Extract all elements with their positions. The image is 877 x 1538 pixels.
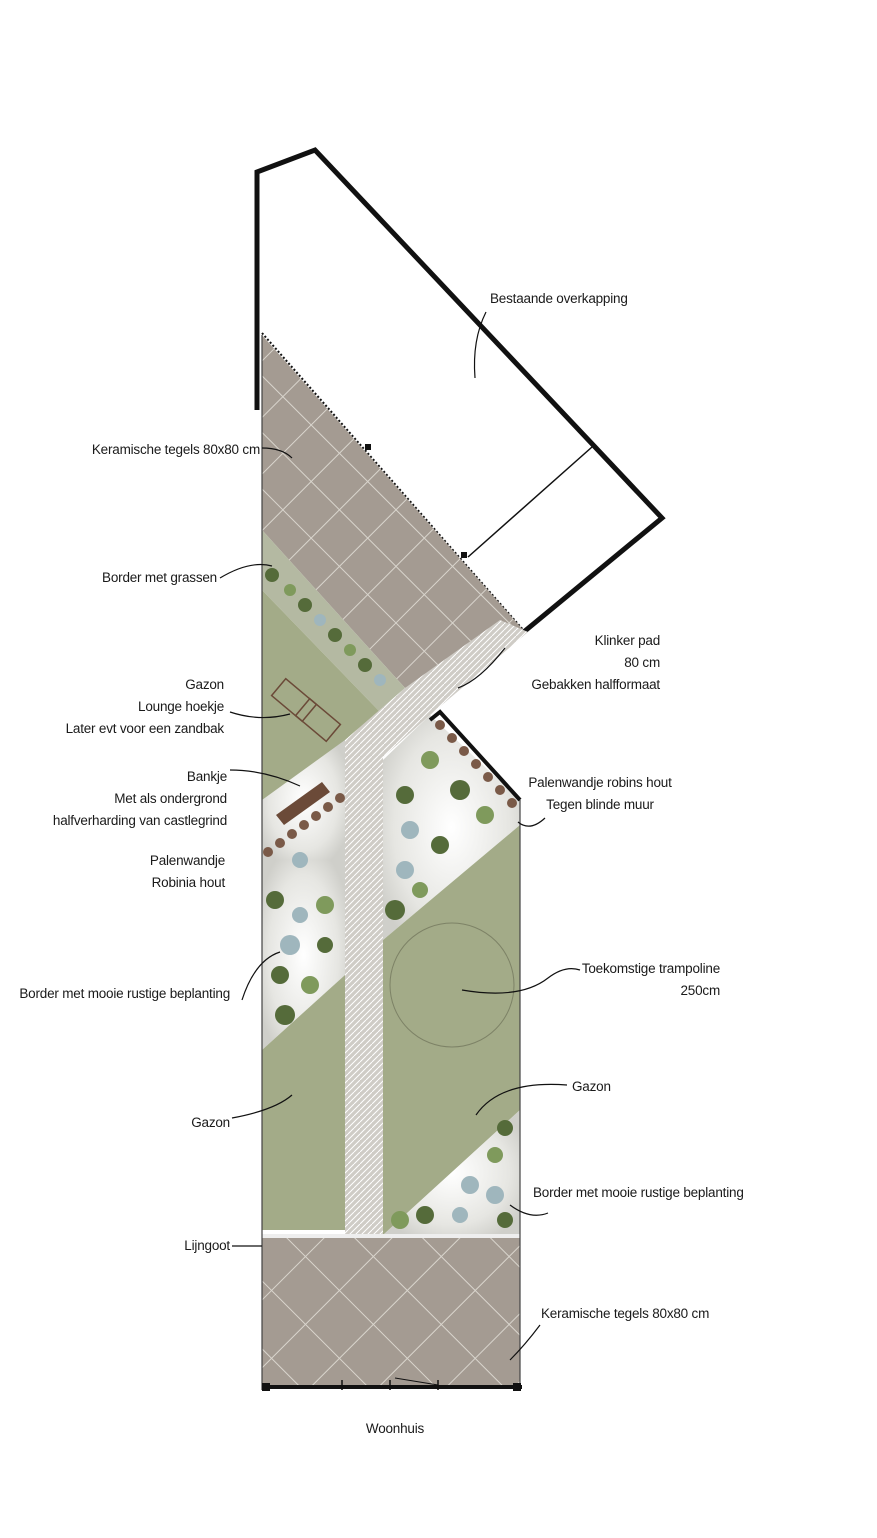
label-lijngoot: Lijngoot [130, 1235, 230, 1257]
bench [276, 782, 330, 825]
label-keramische-tegels-top: Keramische tegels 80x80 cm [60, 439, 260, 461]
lounge-chairs [270, 677, 342, 743]
lawn-left-lower [262, 975, 345, 1230]
lawn-right [383, 825, 520, 1235]
house-facade [262, 1377, 522, 1391]
leader-lines [219, 311, 581, 1361]
label-line-1: Klinker pad [594, 633, 661, 648]
plants-right-lower [391, 1120, 513, 1229]
label-woonhuis: Woonhuis [340, 1418, 450, 1440]
tile-terrace-top [262, 335, 525, 688]
trampoline-outline [389, 922, 515, 1048]
label-line-2: 250cm [680, 983, 720, 998]
label-line-1: Palenwandje [149, 853, 225, 868]
label-border-rustig-left: Border met mooie rustige beplanting [5, 983, 230, 1005]
label-text: Border met mooie rustige beplanting [533, 1185, 744, 1200]
label-gazon-left: Gazon [130, 1112, 230, 1134]
blind-wall [428, 709, 522, 802]
plants-left-border [266, 852, 334, 1025]
label-text: Keramische tegels 80x80 cm [91, 442, 260, 457]
label-text: Woonhuis [365, 1421, 425, 1436]
label-line-2: Lounge hoekje [138, 699, 224, 714]
label-line-1: Gazon [185, 677, 224, 692]
label-line-2: Tegen blinde muur [546, 797, 654, 812]
label-text: Lijngoot [184, 1238, 230, 1253]
label-trampoline: Toekomstige trampoline 250cm [560, 958, 720, 1002]
plants-grasses [265, 568, 386, 686]
label-gazon-right: Gazon [572, 1076, 611, 1098]
label-line-1: Bankje [186, 769, 227, 784]
wood-posts-right [435, 720, 517, 808]
label-bestaande-overkapping: Bestaande overkapping [490, 288, 628, 310]
label-text: Border met grassen [102, 570, 217, 585]
lawn-lounge [262, 590, 380, 800]
label-text: Keramische tegels 80x80 cm [541, 1306, 710, 1321]
label-keramische-tegels-bottom: Keramische tegels 80x80 cm [541, 1303, 709, 1325]
label-palenwandje-robinia: Palenwandje Robinia hout [60, 850, 225, 894]
label-gazon-lounge: Gazon Lounge hoekje Later evt voor een z… [30, 674, 225, 740]
label-text: Border met mooie rustige beplanting [19, 986, 230, 1001]
label-line-3: Gebakken halfformaat [531, 677, 660, 692]
label-line-3: Later evt voor een zandbak [65, 721, 225, 736]
label-text: Gazon [191, 1115, 230, 1130]
brick-path-diagonal [345, 620, 528, 760]
label-klinker-pad: Klinker pad 80 cm Gebakken halfformaat [500, 630, 660, 696]
planting-border-right-lower [383, 1110, 520, 1235]
label-text: Gazon [572, 1079, 611, 1094]
plants-right-upper [385, 751, 494, 920]
label-line-3: halfverharding van castlegrind [52, 813, 227, 828]
label-bankje: Bankje Met als ondergrond halfverharding… [20, 766, 227, 832]
label-line-1: Toekomstige trampoline [581, 961, 720, 976]
canopy-outline [254, 147, 666, 637]
boundary-lines [261, 335, 521, 1390]
label-line-1: Palenwandje robins hout [528, 775, 672, 790]
tile-terrace-bottom [262, 1238, 520, 1386]
label-line-2: Met als ondergrond [114, 791, 227, 806]
label-line-2: 80 cm [624, 655, 660, 670]
label-text: Bestaande overkapping [490, 291, 628, 306]
brick-path-vertical [345, 740, 383, 1235]
label-palenwandje-robins: Palenwandje robins hout Tegen blinde muu… [520, 772, 680, 816]
label-line-2: Robinia hout [151, 875, 226, 890]
label-border-rustig-right: Border met mooie rustige beplanting [533, 1182, 744, 1204]
wood-posts-left [263, 793, 345, 857]
label-border-grassen: Border met grassen [60, 567, 217, 589]
